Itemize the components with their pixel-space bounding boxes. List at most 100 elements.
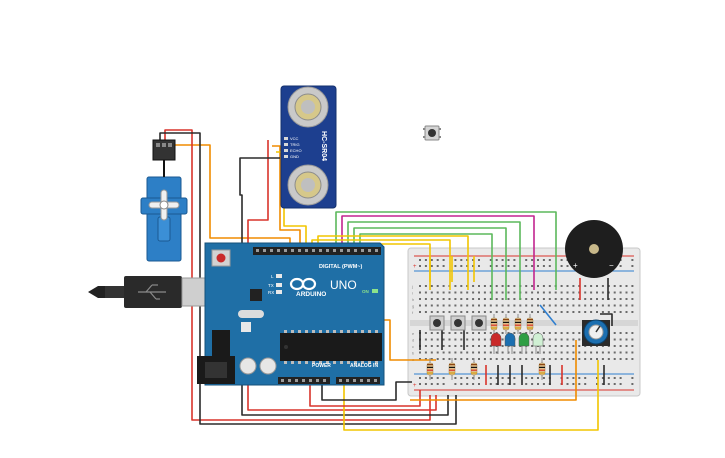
- resistor-extra[interactable]: [538, 358, 546, 380]
- breadboard-row-label: i: [412, 291, 413, 296]
- analog-pin[interactable]: [353, 379, 356, 382]
- reset-button-cap[interactable]: [216, 253, 226, 263]
- resistor-led-3[interactable]: [514, 314, 522, 334]
- digital-pin[interactable]: [270, 249, 273, 252]
- resistor-button-1[interactable]: [426, 358, 434, 380]
- digital-pin[interactable]: [347, 249, 350, 252]
- usb-icon: [138, 284, 166, 300]
- pushbuttons-breadboard[interactable]: [429, 315, 487, 331]
- usb-cable[interactable]: [88, 276, 231, 308]
- potentiometer[interactable]: [582, 319, 610, 346]
- led-blue[interactable]: [504, 332, 516, 354]
- pin-label-gnd: GND: [290, 154, 299, 159]
- digital-pin[interactable]: [256, 249, 259, 252]
- analog-pin[interactable]: [360, 379, 363, 382]
- breadboard-row-label: d: [412, 338, 414, 343]
- pushbutton-standalone[interactable]: [423, 125, 441, 141]
- led-clear[interactable]: [532, 332, 544, 354]
- digital-pin[interactable]: [298, 249, 301, 252]
- digital-pin[interactable]: [319, 249, 322, 252]
- power-pin[interactable]: [288, 379, 291, 382]
- piezo-buzzer[interactable]: + −: [565, 220, 623, 278]
- wire-d-yellow-1[interactable]: [317, 235, 469, 290]
- pushbutton-1[interactable]: [429, 315, 445, 331]
- ultrasonic-sensor[interactable]: HC-SR04 VCC TRIG ECHO GND: [280, 85, 337, 209]
- pin-label-trig: TRIG: [290, 142, 300, 147]
- digital-pin[interactable]: [326, 249, 329, 252]
- power-pin[interactable]: [309, 379, 312, 382]
- digital-pin[interactable]: [361, 249, 364, 252]
- wire-d-green-2[interactable]: [347, 221, 521, 300]
- digital-pin[interactable]: [277, 249, 280, 252]
- analog-pin[interactable]: [367, 379, 370, 382]
- breadboard-row-label: c: [412, 344, 414, 349]
- resistor-led-1[interactable]: [490, 314, 498, 334]
- wire-servo-orange[interactable]: [172, 144, 291, 248]
- digital-pin[interactable]: [375, 249, 378, 252]
- digital-header: [253, 247, 381, 255]
- wire-d-magenta[interactable]: [341, 215, 535, 290]
- analog-header-label: ANALOG IN: [350, 363, 378, 369]
- wire-a0-yellow[interactable]: [343, 360, 599, 431]
- arduino-brand: ARDUINO: [296, 291, 326, 298]
- power-pin[interactable]: [295, 379, 298, 382]
- resistor-button-3[interactable]: [470, 358, 478, 380]
- analog-pin[interactable]: [374, 379, 377, 382]
- digital-pin[interactable]: [284, 249, 287, 252]
- power-pin[interactable]: [323, 379, 326, 382]
- analog-pin[interactable]: [346, 379, 349, 382]
- servo-horn-icon: [148, 189, 180, 221]
- wires: [159, 129, 613, 431]
- digital-pin[interactable]: [291, 249, 294, 252]
- led-red[interactable]: [490, 332, 502, 354]
- wire-servo-red[interactable]: [164, 129, 431, 421]
- wire-d-green-1[interactable]: [335, 211, 557, 290]
- digital-pin[interactable]: [333, 249, 336, 252]
- digital-header-label: DIGITAL (PWM~): [319, 264, 363, 270]
- digital-pin[interactable]: [340, 249, 343, 252]
- digital-pin[interactable]: [368, 249, 371, 252]
- tx-label: TX: [268, 283, 274, 288]
- resistors: [426, 314, 546, 380]
- wire-pot-orange[interactable]: [410, 340, 577, 401]
- pushbutton-2[interactable]: [450, 315, 466, 331]
- pushbutton-3[interactable]: [471, 315, 487, 331]
- pin-label-vcc: VCC: [290, 136, 299, 141]
- rail-plus-top: +: [413, 264, 417, 270]
- bottom-pins: [281, 379, 377, 382]
- wire-power-black[interactable]: [321, 380, 412, 401]
- analog-pin[interactable]: [339, 379, 342, 382]
- on-label: ON: [362, 289, 369, 294]
- servo-motor[interactable]: [140, 139, 188, 262]
- resistor-led-4[interactable]: [526, 314, 534, 334]
- resistor-button-2[interactable]: [448, 358, 456, 380]
- power-pin[interactable]: [302, 379, 305, 382]
- rx-label: RX: [268, 290, 274, 295]
- ultrasonic-model: HC-SR04: [320, 131, 327, 161]
- digital-pin[interactable]: [305, 249, 308, 252]
- arduino-model: UNO: [330, 278, 357, 292]
- digital-pin[interactable]: [312, 249, 315, 252]
- digital-pin[interactable]: [263, 249, 266, 252]
- wire-power-red[interactable]: [309, 380, 421, 407]
- wire-d-green-4[interactable]: [359, 233, 493, 300]
- resistor-led-2[interactable]: [502, 314, 510, 334]
- power-pin[interactable]: [281, 379, 284, 382]
- wire-us-trig[interactable]: [272, 145, 301, 248]
- arduino-uno[interactable]: DIGITAL (PWM~) L TX RX ON ARDUINO UNO: [88, 242, 385, 386]
- power-pin[interactable]: [316, 379, 319, 382]
- breadboard-row-label: b: [412, 351, 415, 356]
- breadboard-jumpers: [419, 256, 605, 385]
- wire-pot-black[interactable]: [600, 313, 613, 326]
- wire-d-green-3[interactable]: [353, 227, 507, 300]
- pin-label-echo: ECHO: [290, 148, 302, 153]
- led-green[interactable]: [518, 332, 530, 354]
- buzzer-minus: −: [609, 261, 614, 270]
- wire-us-gnd[interactable]: [239, 157, 449, 416]
- ultrasonic-pin-labels: VCC TRIG ECHO GND: [290, 136, 302, 159]
- analog-header: [336, 377, 380, 384]
- digital-pin[interactable]: [354, 249, 357, 252]
- chip-pins: [284, 330, 378, 364]
